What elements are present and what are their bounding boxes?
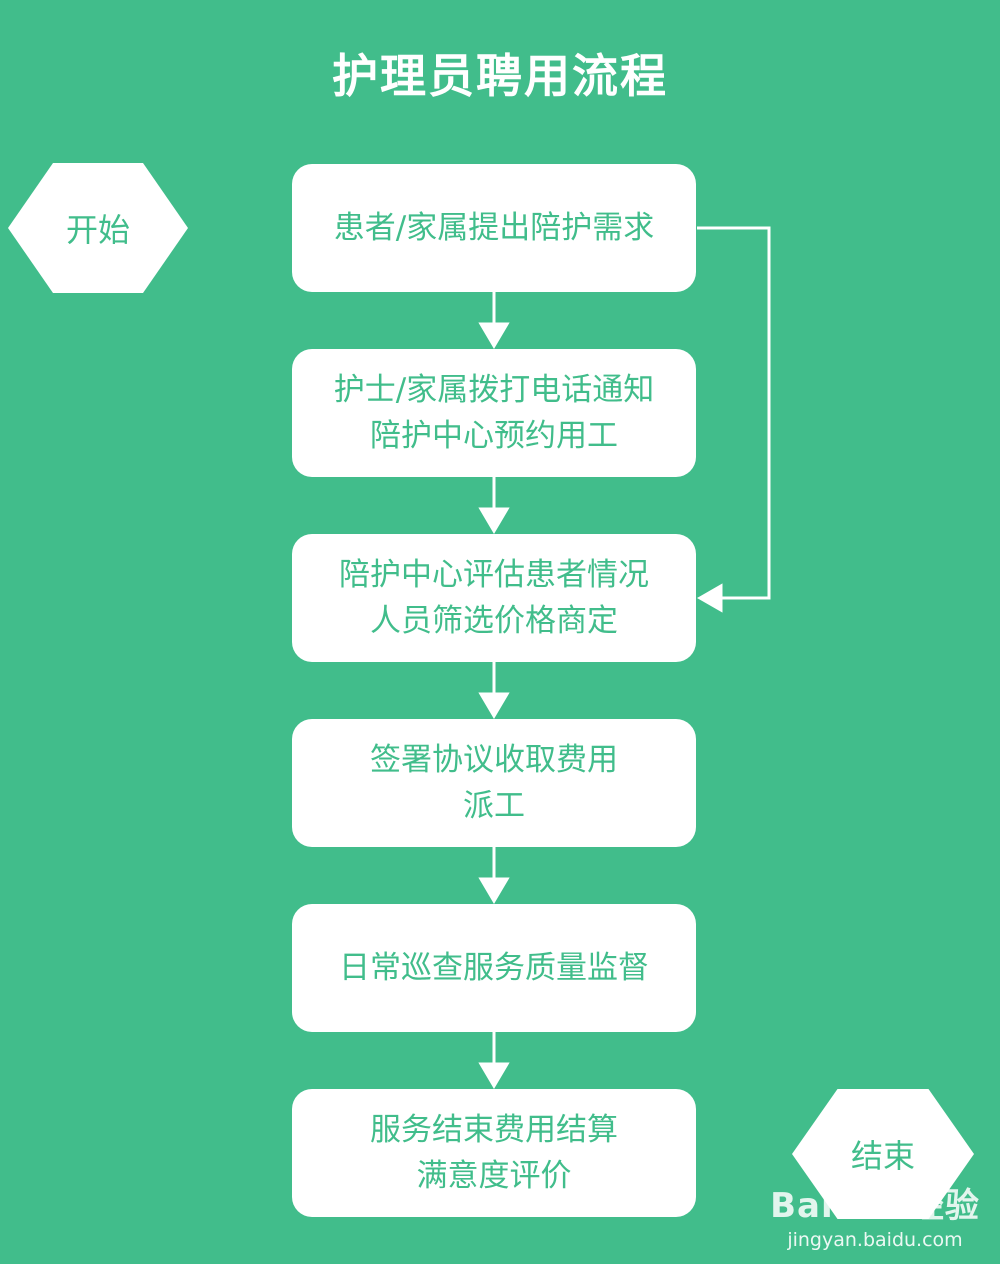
arrowhead-2-3 (478, 507, 510, 534)
bypass-arrowhead (696, 583, 723, 613)
step-6: 服务结束费用结算 满意度评价 (292, 1089, 696, 1217)
step-5: 日常巡查服务质量监督 (292, 904, 696, 1032)
step-3-line-2: 人员筛选价格商定 (370, 603, 618, 639)
arrowhead-3-4 (478, 692, 510, 719)
end-label: 结束 (850, 1137, 915, 1175)
arrowhead-5-6 (478, 1062, 510, 1089)
step-4-line-1: 签署协议收取费用 (370, 742, 618, 778)
step-1: 患者/家属提出陪护需求 (292, 164, 696, 292)
step-2-line-1: 护士/家属拨打电话通知 (333, 372, 655, 408)
step-6-line-1: 服务结束费用结算 (370, 1112, 618, 1148)
step-4: 签署协议收取费用 派工 (292, 719, 696, 847)
step-4-line-2: 派工 (463, 788, 525, 824)
arrowhead-1-2 (478, 322, 510, 349)
step-1-line-1: 患者/家属提出陪护需求 (333, 210, 655, 246)
start-label: 开始 (65, 211, 130, 249)
bypass-connector (697, 226, 771, 600)
step-2: 护士/家属拨打电话通知 陪护中心预约用工 (292, 349, 696, 477)
step-5-line-1: 日常巡查服务质量监督 (339, 950, 649, 986)
watermark: Bai du 经验 jingyan.baidu.com (760, 1178, 990, 1251)
step-3: 陪护中心评估患者情况 人员筛选价格商定 (292, 534, 696, 662)
step-3-line-1: 陪护中心评估患者情况 (339, 557, 649, 593)
watermark-logo: Bai du 经验 (770, 1186, 980, 1226)
arrowhead-4-5 (478, 877, 510, 904)
step-2-line-2: 陪护中心预约用工 (369, 418, 618, 454)
diagram-title: 护理员聘用流程 (332, 49, 668, 103)
step-6-line-2: 满意度评价 (416, 1158, 572, 1194)
watermark-url: jingyan.baidu.com (787, 1229, 963, 1251)
